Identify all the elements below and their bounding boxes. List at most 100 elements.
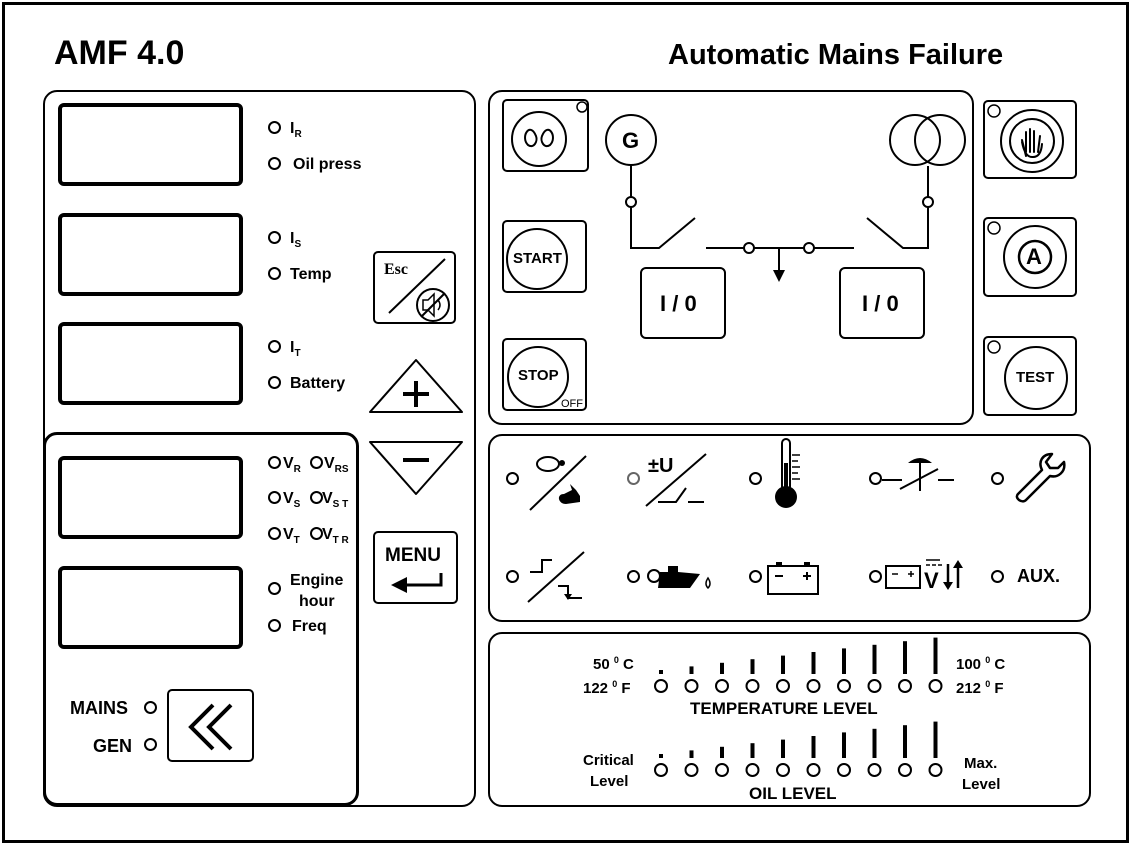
temp-level-bar-9 [903,641,907,674]
temp-level-led-4 [745,679,760,693]
led-voltage [627,472,640,485]
temp-level-bar-4 [750,659,755,674]
mains-diagram [605,114,966,282]
start-button[interactable]: START [502,220,587,293]
led-vs [268,491,281,504]
battery-voltage-icon: V [885,559,963,593]
led-aux [991,570,1004,583]
enter-arrow-icon [391,573,443,593]
led-speed [506,472,519,485]
esc-button[interactable]: Esc [373,251,456,324]
mains-breaker-button[interactable]: I / 0 [839,267,925,339]
label-temp: Temp [290,266,332,283]
label-vrs: VRS [324,455,349,476]
oil-can-icon [647,566,711,590]
led-vt [268,527,281,540]
temperature-bargraph [654,637,943,693]
led-is [268,231,281,244]
temp-level-led-3 [715,679,729,693]
temp-level-bar-10 [933,637,938,674]
turtle-rabbit-icon [529,455,587,511]
oil-high-label: Max. [964,755,998,772]
oil-level-bar-7 [842,732,846,758]
led-battery [268,376,281,389]
level-panel [488,632,1091,807]
oil-high-label-2: Level [962,776,1001,793]
label-ir: IR [290,120,302,141]
temp-level-led-6 [806,679,821,693]
fan-button[interactable] [502,99,589,172]
emergency-stop-button[interactable] [983,100,1077,179]
stop-button[interactable]: STOP OFF [502,338,587,411]
temp-level-led-7 [837,679,851,693]
display-current-r [58,103,243,186]
esc-label: Esc [384,261,408,278]
oil-level-led-8 [867,763,882,777]
temp-level-led-5 [776,679,790,693]
thermometer-icon [775,438,800,508]
off-label: OFF [561,398,583,410]
oil-level-led-7 [837,763,851,777]
oil-level-bar-8 [872,728,877,758]
page-title: Automatic Mains Failure [668,39,1004,71]
oil-low-label: Critical [583,752,634,769]
label-gen: GEN [93,736,133,756]
oil-level-led-3 [715,763,729,777]
wrench-icon [1015,452,1066,503]
source-select-button[interactable] [167,689,254,762]
svg-text:V: V [924,568,939,593]
oil-level-bar-5 [781,739,785,758]
temp-level-bar-5 [781,655,785,674]
display-voltage [58,456,243,539]
oil-level-bar-1 [659,754,663,758]
label-vs: VS [283,490,301,511]
led-vrs [310,456,323,469]
oil-level-led-9 [898,763,912,777]
led-freq [268,619,281,632]
aux-label: AUX. [1017,566,1061,586]
alarm-panel [488,434,1091,622]
label-battery: Battery [290,375,346,392]
label-vr: VR [283,455,301,476]
control-panel [488,90,974,425]
generator-label: G [622,128,640,153]
double-chevron-left-icon [188,703,233,751]
led-temp [268,267,281,280]
label-engine: Engine [290,572,344,589]
oil-level-label: OIL LEVEL [749,784,837,803]
label-vtr: VT R [322,526,349,547]
led-battery-voltage [869,570,882,583]
test-button[interactable]: TEST [983,336,1077,416]
temp-low-c: 50 0 C [593,655,634,673]
oil-level-bar-6 [811,736,816,758]
menu-button[interactable]: MENU [373,531,458,604]
temperature-level-label: TEMPERATURE LEVEL [690,699,878,718]
led-vtr [310,527,323,540]
oil-level-bar-4 [750,743,755,758]
speaker-mute-icon [388,258,450,322]
temp-level-bar-3 [720,662,724,674]
temp-low-f: 122 0 F [583,679,631,697]
led-ir [268,121,281,134]
led-pressure [869,472,882,485]
pressure-switch-icon [882,458,954,491]
display-hour-freq [58,566,243,649]
plus-button[interactable] [368,358,464,414]
voltage-icon [645,453,707,507]
label-is: IS [290,230,302,251]
temp-high-c: 100 0 C [956,655,1006,673]
oil-low-label-2: Level [590,773,629,790]
minus-button[interactable] [368,440,464,496]
start-button-ring [506,228,568,290]
temp-level-bar-7 [842,648,846,674]
transformer-icon [889,114,966,166]
generator-breaker-button[interactable]: I / 0 [640,267,726,339]
temp-high-f: 212 0 F [956,679,1004,697]
auto-label: A [1026,244,1042,269]
led-service [991,472,1004,485]
label-hour: hour [299,593,335,610]
auto-icon [987,221,1067,289]
io-right-label: I / 0 [862,291,899,316]
auto-button[interactable]: A [983,217,1077,297]
